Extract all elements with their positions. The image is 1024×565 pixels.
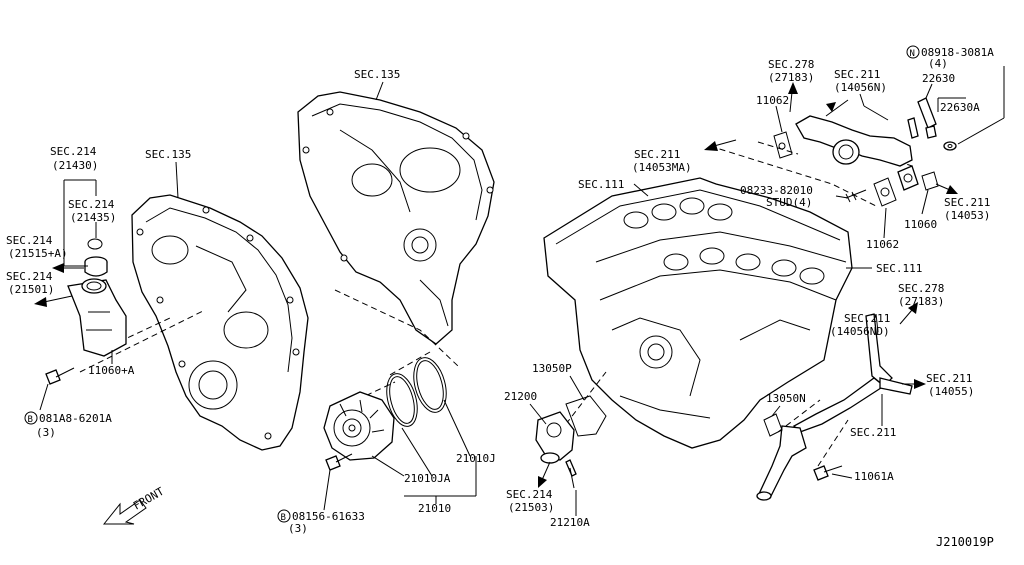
label-08156: B 08156-61633 (3) [277,509,365,535]
water-pipe-lower [756,313,913,501]
arrow-sec211-14053ma [704,139,737,151]
gasket-13050p [565,395,607,437]
label-sec214-21503-b: (21503) [508,501,554,514]
water-pump-21010 [323,391,395,461]
label-sec211-14056n-a: SEC.211 [834,68,880,81]
sensor-22630 [907,97,937,139]
label-21210a: 21210A [550,516,590,529]
bolt-081a8 [45,367,75,385]
cap-21435 [84,238,108,277]
svg-text:08918-3081A: 08918-3081A [921,46,994,59]
svg-text:(3): (3) [36,426,56,439]
label-21200: 21200 [504,390,537,403]
label-sec214-21501-b: (21501) [8,283,54,296]
label-sec278-top-a: SEC.278 [768,58,814,71]
label-21010: 21010 [418,502,451,515]
bolt-08156 [325,453,353,471]
gasket-13050n [763,413,783,437]
label-11062-mid: 11062 [866,238,899,251]
label-sec211-14053-a: SEC.211 [944,196,990,209]
svg-text:N: N [910,49,915,59]
arrow-sec211-14053 [935,183,958,194]
arrow-sec214-21503 [538,461,551,488]
svg-text:(3): (3) [288,522,308,535]
gasket-21010ja [386,373,418,427]
label-11062-top: 11062 [756,94,789,107]
label-sec211-14056nd-b: (14056ND) [830,325,890,338]
label-22630a: 22630A [940,101,980,114]
label-sec211-lower: SEC.211 [850,426,896,439]
label-sec278-right-a: SEC.278 [898,282,944,295]
water-pipe-upper [795,115,919,191]
label-11061a: 11061A [854,470,894,483]
rear-timing-cover [297,91,495,345]
label-081a8: B 081A8-6201A (3) [24,411,112,439]
label-sec214-21515-a: SEC.214 [6,234,53,247]
label-sec111-a: SEC.111 [578,178,624,191]
label-22630: 22630 [922,72,955,85]
label-sec211-14053ma-a: SEC.211 [634,148,680,161]
svg-text:B: B [281,513,286,523]
label-08233-a: 08233-82010 [740,184,813,197]
label-13050n: 13050N [766,392,806,405]
front-arrow [102,499,147,525]
arrow-sec214-21515 [52,263,84,273]
arrow-sec214-21501 [34,295,73,307]
label-sec214-21435-b: (21435) [70,211,116,224]
thermostat-housing-21200 [535,411,575,464]
label-11060a: 11060+A [88,364,135,377]
label-sec211-14055-a: SEC.211 [926,372,972,385]
label-sec214-21430-b: (21430) [52,159,98,172]
bolt-11061a [813,465,843,481]
label-08233-b: STUD(4) [766,196,812,209]
label-sec214-21515-b: (21515+A) [8,247,68,260]
bolt-21210a [565,459,577,489]
label-front: FRONT [131,485,167,513]
label-sec135-top: SEC.135 [354,68,400,81]
gasket-11062-top [773,131,793,159]
label-08918: N 08918-3081A (4) [906,45,994,70]
label-sec278-top-b: (27183) [768,71,814,84]
label-sec211-14056n-b: (14056N) [834,81,887,94]
label-21010ja: 21010JA [404,472,451,485]
svg-text:081A8-6201A: 081A8-6201A [39,412,112,425]
label-sec214-21430-a: SEC.214 [50,145,97,158]
arrow-sec278-top [788,82,798,113]
label-sec211-14056nd-a: SEC.211 [844,312,890,325]
label-sec214-21501-a: SEC.214 [6,270,53,283]
label-13050p: 13050P [532,362,572,375]
arrow-sec211-14055 [902,379,926,389]
callout-labels: SEC.135 SEC.135 SEC.214 (21430) SEC.214 … [6,45,994,549]
label-sec111-b: SEC.111 [876,262,922,275]
water-outlet-11060a [67,278,127,357]
cylinder-block [543,177,853,449]
arrow-sec211-14056n [825,99,849,117]
label-sec214-21503-a: SEC.214 [506,488,553,501]
arrow-sec278-right [899,302,918,325]
label-diagram-code: J210019P [936,535,994,549]
direction-arrows [34,82,958,525]
label-sec278-right-b: (27183) [898,295,944,308]
label-sec211-14053-b: (14053) [944,209,990,222]
gasket-11060 [921,171,939,191]
label-11060: 11060 [904,218,937,231]
front-timing-cover [131,194,309,451]
svg-text:B: B [28,415,33,425]
label-21010j: 21010J [456,452,496,465]
washer-08918 [943,141,957,151]
svg-text:(4): (4) [928,57,948,70]
leader-lines [39,66,1005,516]
cylinder-bores [623,197,825,285]
gasket-11062-mid [873,177,897,207]
label-sec211-14055-b: (14055) [928,385,974,398]
gasket-21010j [413,357,447,413]
label-sec135-left: SEC.135 [145,148,191,161]
label-sec214-21435-a: SEC.214 [68,198,115,211]
svg-text:08156-61633: 08156-61633 [292,510,365,523]
label-sec211-14053ma-b: (14053MA) [632,161,692,174]
